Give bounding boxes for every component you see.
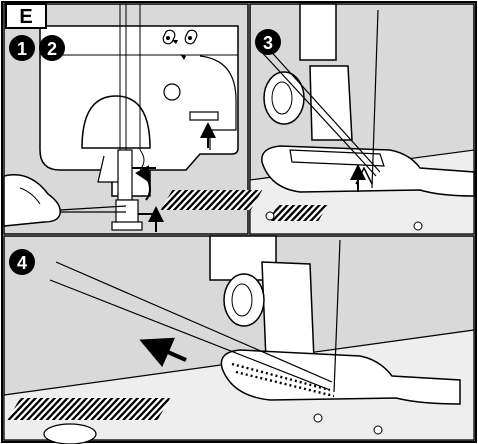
presser-screw [263,71,305,125]
svg-text:3: 3 [263,33,273,53]
left-arrow-icon [139,337,187,368]
presser-shank [309,65,353,141]
thread-guide-icon [162,29,198,45]
step-marker-2: 2 [39,35,65,61]
step-marker-4: 4 [9,249,35,275]
section-label: E [19,6,32,28]
presser-screw [223,273,265,327]
svg-text:1: 1 [17,39,27,59]
panel-2 [160,3,475,235]
presser-foot [220,349,461,405]
feed-dogs [160,190,263,210]
presser-shank [261,261,315,361]
panel-3 [3,235,475,444]
hand-icon [3,174,61,227]
svg-text:4: 4 [17,253,27,273]
presser-lever [189,111,219,121]
step-marker-3: 3 [255,29,281,55]
svg-text:2: 2 [47,39,57,59]
stitch-line [231,362,331,392]
needle-housing [81,95,151,149]
step-marker-1: 1 [9,35,35,61]
section-label-box: E [5,3,47,29]
feed-dogs [7,398,171,420]
